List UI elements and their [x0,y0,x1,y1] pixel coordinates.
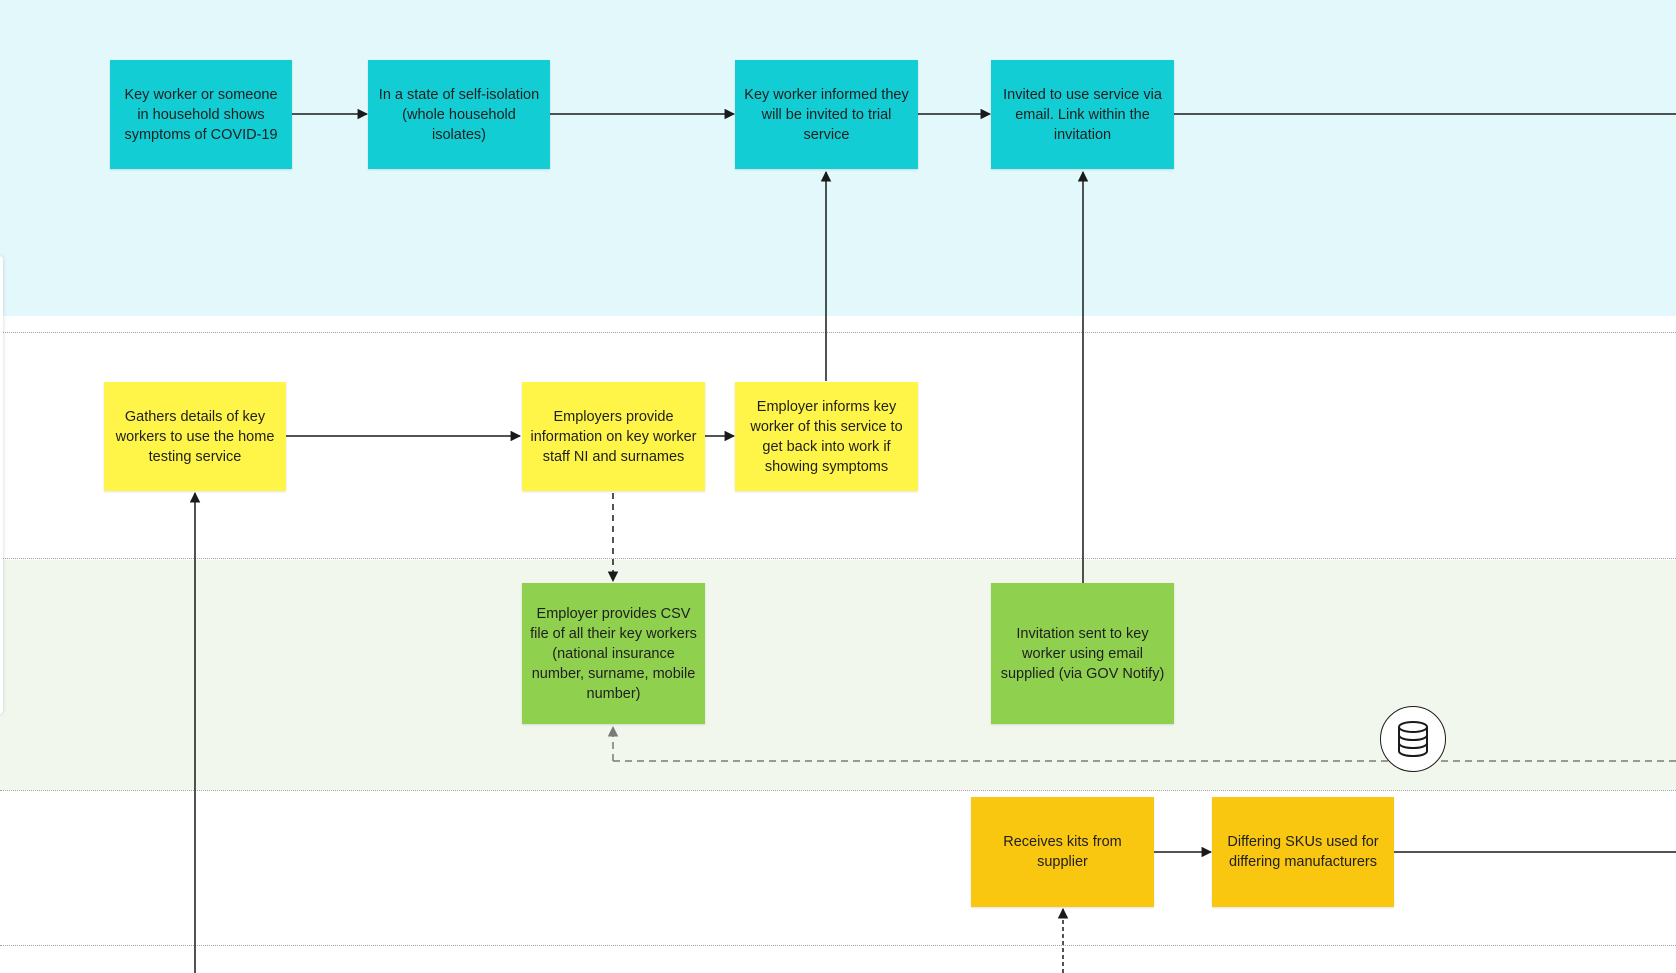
note-differing-skus[interactable]: Differing SKUs used for differing manufa… [1212,797,1394,907]
note-key-worker-informed[interactable]: Key worker informed they will be invited… [735,60,918,169]
swimlane-divider [0,945,1676,946]
note-key-worker-symptoms[interactable]: Key worker or someone in household shows… [110,60,292,169]
database-icon [1398,721,1428,758]
note-self-isolation[interactable]: In a state of self-isolation (whole hous… [368,60,550,169]
note-invitation-sent[interactable]: Invitation sent to key worker using emai… [991,583,1174,724]
swimlane-divider [0,558,1676,559]
side-panel-edge [0,256,3,714]
note-gathers-details[interactable]: Gathers details of key workers to use th… [104,382,286,491]
note-employer-csv[interactable]: Employer provides CSV file of all their … [522,583,705,724]
note-employer-informs[interactable]: Employer informs key worker of this serv… [735,382,918,491]
swimlane-divider [0,332,1676,333]
note-invited-via-email[interactable]: Invited to use service via email. Link w… [991,60,1174,169]
swimlane-divider [0,790,1676,791]
note-employers-provide-info[interactable]: Employers provide information on key wor… [522,382,705,491]
database-badge[interactable] [1380,706,1446,772]
note-receives-kits[interactable]: Receives kits from supplier [971,797,1154,907]
